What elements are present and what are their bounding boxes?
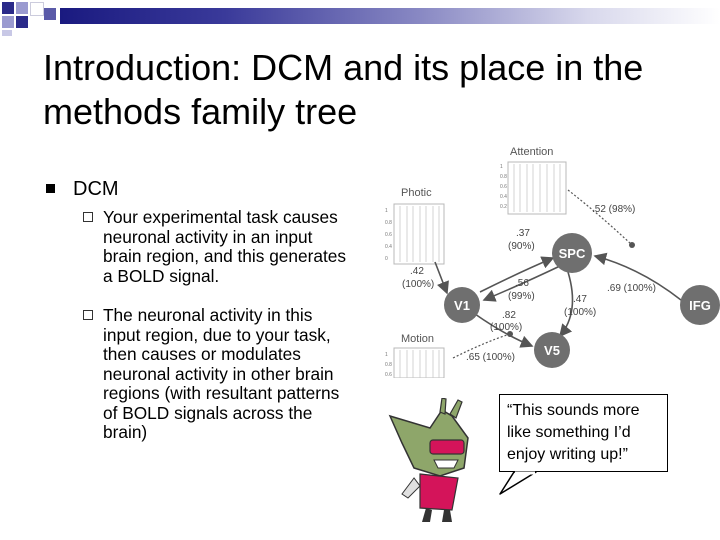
edge-v1-spc [479,256,555,293]
photic-input-panel: Photic 1 0.8 0.6 0.4 0 [385,187,445,265]
edge-label: (100%) [564,307,596,318]
edge-label: .69 (100%) [607,283,656,294]
edge-photic-v1 [434,261,449,295]
edge-spc-v1 [482,265,561,302]
cartoon-character-icon [388,398,469,522]
speech-bubble-text: “This sounds more like something I’d enj… [507,402,640,463]
svg-text:IFG: IFG [689,298,711,313]
dcm-network-diagram: Attention 1 0.8 0.6 0.4 0.2 Photic 1 0.8 [385,146,720,378]
speech-bubble: “This sounds more like something I’d enj… [499,394,670,474]
axis-tick: 0.2 [500,204,507,210]
axis-tick: 1 [500,164,503,170]
node-spc: SPC [552,233,592,273]
sub-bullet-text: Your experimental task causes neuronal a… [103,207,347,286]
edge-label: .52 (98%) [592,204,635,215]
edge-label: .42 [410,266,424,277]
input-label: Motion [401,333,434,345]
bullet-text: DCM [73,178,119,200]
axis-tick: 1 [385,208,388,214]
edge-label: .82 [502,310,516,321]
header-gradient-bar [60,8,720,24]
input-label: Photic [401,187,432,199]
square-bullet-icon [46,184,55,193]
node-ifg: IFG [680,285,720,325]
axis-tick: 0.8 [385,220,392,226]
header-band [0,0,720,36]
attention-modulation-link [567,189,635,248]
edge-label: (90%) [508,241,535,252]
edge-label: .37 [516,228,530,239]
svg-text:V5: V5 [544,343,560,358]
axis-tick: 0.8 [500,174,507,180]
decor-square [2,30,12,36]
edge-label: (100%) [490,322,522,333]
slide-title: Introduction: DCM and its place in the m… [43,47,644,132]
decor-square [30,2,44,16]
edge-label: (100%) [402,279,434,290]
speech-bubble-frame [499,394,668,472]
axis-tick: 0.4 [385,244,392,250]
edge-ifg-spc [593,252,682,301]
svg-text:V1: V1 [454,298,470,313]
axis-tick: 0.8 [385,362,392,368]
attention-input-panel: Attention 1 0.8 0.6 0.4 0.2 [500,146,567,215]
node-v5: V5 [534,332,570,368]
motion-modulation-link [452,331,513,359]
edge-label: (99%) [508,291,535,302]
hollow-square-bullet-icon [83,310,93,320]
decor-square [16,16,28,28]
speech-bubble-tail [499,471,537,495]
decor-square [2,2,14,14]
axis-tick: 1 [385,352,388,358]
motion-input-panel: Motion 1 0.8 0.6 [385,333,445,378]
decor-square [44,8,56,20]
edge-label: .65 (100%) [466,352,515,363]
axis-tick: 0.6 [500,184,507,190]
axis-tick: 0.6 [385,372,392,378]
axis-tick: 0.4 [500,194,507,200]
decor-square [2,16,14,28]
node-v1: V1 [444,287,480,323]
axis-tick: 0 [385,256,388,262]
sub-bullet-text: The neuronal activity in this input regi… [103,305,340,442]
svg-text:SPC: SPC [559,246,586,261]
edge-spc-v5 [558,271,574,338]
decor-square [16,2,28,14]
input-label: Attention [510,146,553,158]
edge-label: .47 [573,294,587,305]
edge-label: .56 [515,278,529,289]
axis-tick: 0.6 [385,232,392,238]
edge-v1-v5 [474,313,534,348]
hollow-square-bullet-icon [83,212,93,222]
